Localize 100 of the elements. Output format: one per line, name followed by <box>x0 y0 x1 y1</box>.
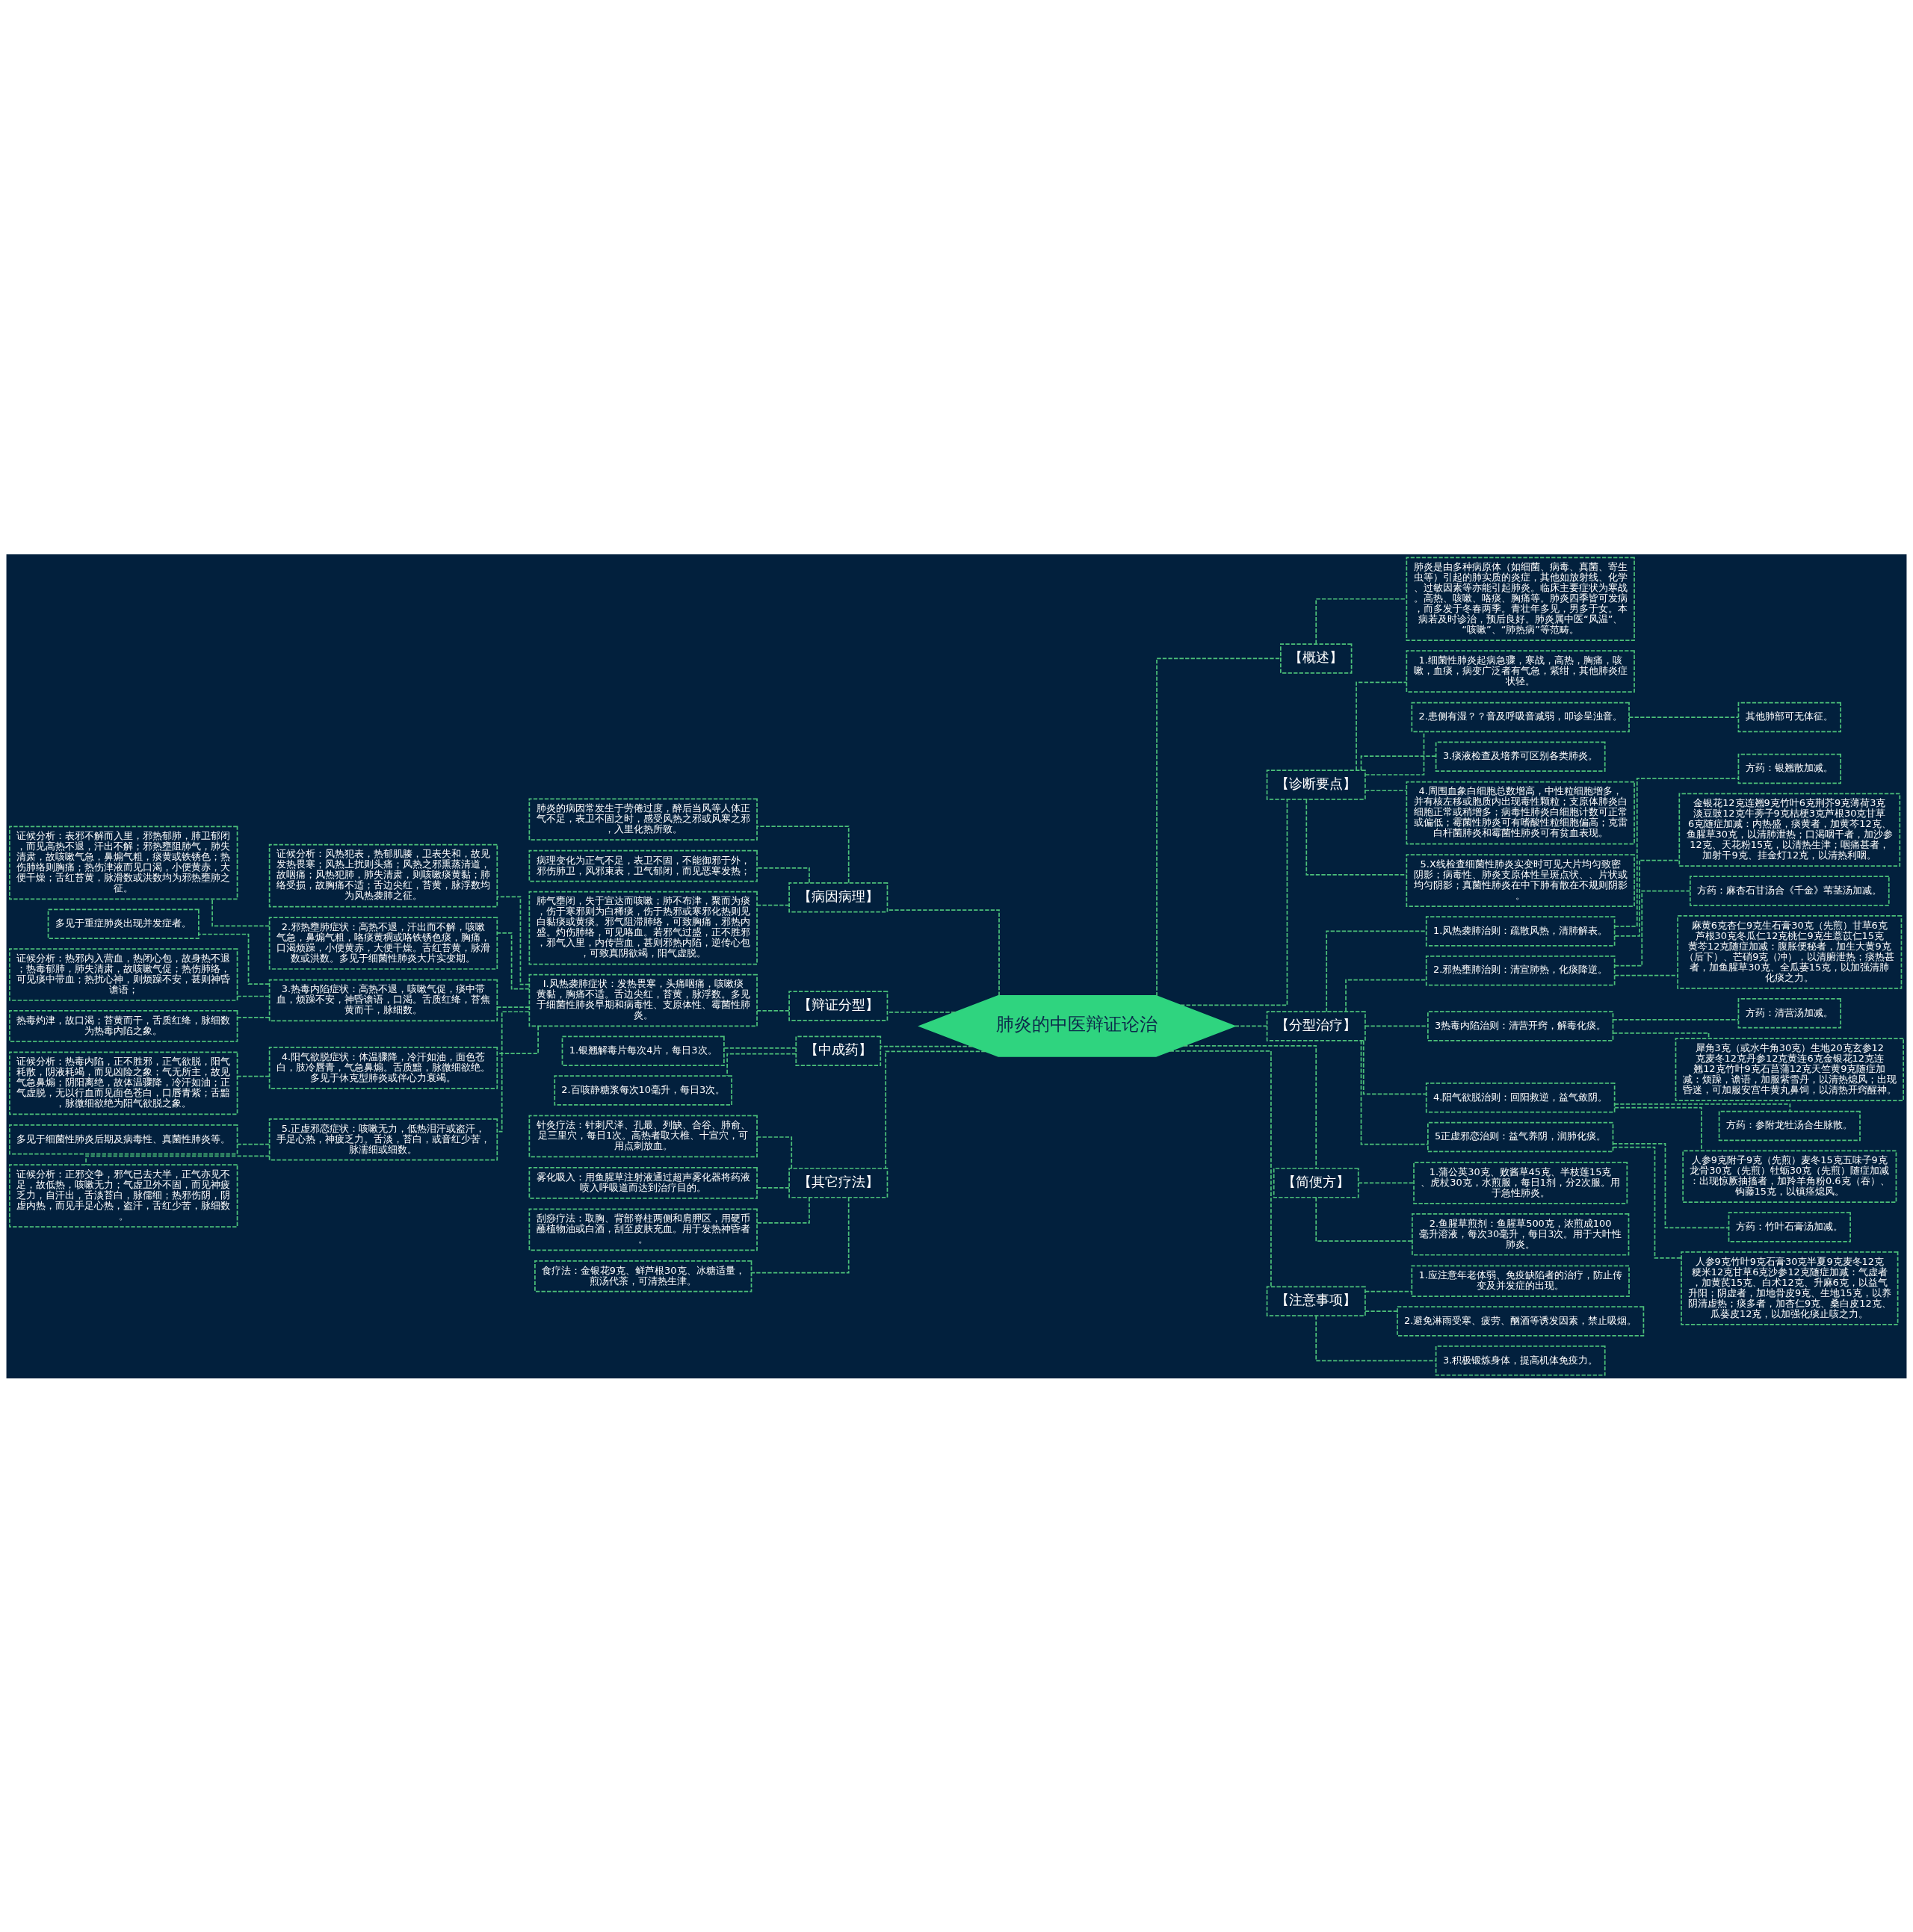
node-box: 3.痰液检查及培养可区别各类肺炎。 <box>1435 741 1606 772</box>
connector <box>885 1050 986 1169</box>
connector <box>1315 1196 1413 1242</box>
node-box: 证候分析：表邪不解而入里，邪热郁肺，肺卫郁闭，而见高热不退，汗出不解；邪热壅阻肺气，肺失清肃，故咳嗽气急，鼻煽气粗，痰黄或铁锈色；热伤肺络则胸痛；热伤津液而见口渴，小便黄赤，大便干燥；舌红苔黄，脉滑数或洪数均为邪热壅肺之征。 <box>9 826 238 900</box>
node-box: 人参9克附子9克（先煎）麦冬15克五味子9克龙骨30克（先煎）牡蛎30克（先煎）随症加减：出现惊厥抽搐者，加羚羊角粉0.6克（吞）、钩藤15克，以镇痉熄风。 <box>1682 1149 1897 1203</box>
connector <box>756 867 810 883</box>
node-box: 2.患侧有湿？？音及呼吸音减弱，叩诊呈浊音。 <box>1411 702 1630 732</box>
connector <box>1612 1032 1710 1039</box>
connector <box>880 1045 974 1047</box>
node-box: 2.邪热壅肺症状：高热不退，汗出而不解，咳嗽气急，鼻煽气粗，咯痰黄稠或咯铁锈色痰，胸痛，口渴烦躁，小便黄赤，大便干燥。舌红苔黄，脉滑数或洪数。多见于细菌性肺炎大片实变期。 <box>268 916 498 970</box>
connector <box>1613 1106 1702 1151</box>
node-box: 证候分析：热毒内陷，正不胜邪，正气欲脱，阳气耗散，阴液耗竭，而见凶险之象；气无所主，故见气急鼻煽；阴阳离绝，故体温骤降，冷汗如油；正气虚脱，无以行血而见面色苍白，口唇青紫；舌黯，脉微细欲绝为阳气欲脱之象。 <box>9 1051 238 1115</box>
connector <box>1169 1050 1272 1287</box>
node-box: 4.周围血象白细胞总数增高，中性粒细胞增多，并有核左移或胞质内出现毒性颗粒；支原体肺炎白细胞正常或稍增多；病毒性肺炎白细胞计数可正常或偏低；霉菌性肺炎可有嗜酸性粒细胞偏高；克雷白杆菌肺炎和霉菌性肺炎可有贫血表现。 <box>1406 781 1635 844</box>
node-box: 2.百咳静糖浆每次10毫升，每日3次。 <box>554 1074 732 1106</box>
connector <box>198 933 271 985</box>
connector <box>756 825 850 883</box>
node-box: 【诊断要点】 <box>1266 769 1366 800</box>
node-box: 病理变化为正气不足，表卫不固，不能御邪于外，邪伤肺卫，风邪束表，卫气郁闭，而见恶寒发热； <box>528 849 758 882</box>
connector <box>1315 598 1407 645</box>
connector <box>236 995 271 997</box>
node-box: 刮痧疗法：取胸、背部脊柱两侧和肩胛区，用硬币蘸植物油或白酒，刮至皮肤充血。用于发热神昏者。 <box>528 1208 758 1251</box>
node-box: 方药：参附龙牡汤合生脉散。 <box>1718 1110 1861 1141</box>
node-box: 【简便方】 <box>1273 1167 1359 1198</box>
node-box: 麻黄6克杏仁9克生石膏30克（先煎）甘草6克芦根30克冬瓜仁12克桃仁9克生薏苡仁15克黄芩12克随症加减：腹胀便秘者，加生大黄9克（后下）、芒硝9克（冲），以清腑泄热；痰热甚者，加鱼腥草30克、全瓜蒌15克，以加强清肺化痰之力。 <box>1677 914 1903 989</box>
node-box: 证候分析：正邪交争，邪气已去大半，正气亦见不足，故低热，咳嗽无力；气虚卫外不固，而见神疲乏力，自汗出，舌淡苔白，脉儒细；热邪伤阴，阴虚内热，而见手足心热，盗汗，舌红少苦，脉细数。 <box>9 1163 238 1227</box>
connector <box>1365 1310 1398 1312</box>
node-box: 4.阳气欲脱症状：体温骤降，冷汗如油，面色苍白，肢冷唇青，气急鼻煽。舌质黯，脉微细欲绝。多见于休克型肺炎或伴心力衰竭。 <box>268 1046 498 1089</box>
connector <box>1180 798 1288 1006</box>
connector <box>1360 1039 1429 1145</box>
connector <box>1362 1039 1427 1095</box>
node-box: 3热毒内陷治则：清营开窍，解毒化痰。 <box>1427 1010 1614 1041</box>
node-box: 5.正虚邪恋症状：咳嗽无力，低热泪汗或盗汗，手足心热，神疲乏力。舌淡，苔白，或音红少苦，脉濡细或细数。 <box>268 1118 498 1161</box>
node-box: 证候分析：热邪内入营血，热闭心包，故身热不退；热毒郁肺，肺失清肃，故咳嗽气促；热伤肺络，可见痰中带血；热扰心神，则烦躁不安，甚则神昏谵语； <box>9 947 238 1001</box>
connector <box>756 904 790 905</box>
node-box: 3.积极锻炼身体，提高机体免疫力。 <box>1435 1345 1606 1376</box>
node-box: 证候分析：风热犯表，热郁肌腠，卫表失和，故见发热畏寒；风热上扰则头痛；风热之邪熏蒸清道，故咽痛；风热犯肺，肺失清肃，则咳嗽痰黄黏；肺络受损，故胸痛不适；舌边尖红，苔黄，脉浮数均为风热袭肺之征。 <box>268 843 498 907</box>
node-box: 3.热毒内陷症状：高热不退，咳嗽气促，痰中带血，烦躁不安，神昏谵语，口渴。舌质红绛，苔焦黄而干，脉细数。 <box>268 979 498 1021</box>
node-box: 肺炎的病因常发生于劳倦过度，醉后当风等人体正气不足，表卫不固之时，感受风热之邪或风寒之邪，入里化热所致。 <box>528 797 758 840</box>
connector <box>236 1016 271 1018</box>
connector <box>751 1196 850 1273</box>
node-box: 其他肺部可无体征。 <box>1737 702 1842 732</box>
node-box: 方药：清营汤加减。 <box>1737 997 1842 1028</box>
node-box: 【概述】 <box>1280 643 1353 674</box>
connector <box>496 1006 531 1008</box>
node-box: 【分型治疗】 <box>1266 1010 1366 1041</box>
node-box: 针灸疗法：针刺尺泽、孔最、列缺、合谷、肺俞、足三里穴，每日1次。高热者取大椎、十宣穴，可用点刺放血。 <box>528 1115 758 1157</box>
node-box: 2.避免淋雨受寒、疲劳、酗酒等诱发因素，禁止吸烟。 <box>1397 1305 1645 1337</box>
node-box: 多见于重症肺炎出现并发症者。 <box>47 908 200 939</box>
node-box: 【病因病理】 <box>788 882 888 912</box>
node-box: 1.应注意年老体弱、免疫缺陷者的治疗，防止传变及并发症的出现。 <box>1411 1264 1630 1297</box>
node-box: 1.风热袭肺治则：疏散风热，清肺解表。 <box>1425 915 1616 947</box>
node-box: 1.银翘解毒片每次4片，每日3次。 <box>561 1035 725 1066</box>
connector <box>496 1025 539 1054</box>
connector <box>236 1075 271 1077</box>
connector <box>1613 890 1691 967</box>
connector <box>1612 1018 1740 1021</box>
node-box: 【辩证分型】 <box>788 990 888 1021</box>
node-box: 1.蒲公英30克、败酱草45克、半枝莲15克、虎杖30克，水煎服，每日1剂，分2次服。用于急性肺炎。 <box>1413 1161 1628 1204</box>
node-box: 【注意事项】 <box>1266 1285 1366 1316</box>
node-box: 热毒灼津，故口渴；苔黄而干，舌质红绛，脉细数为热毒内陷之象。 <box>9 1009 238 1042</box>
connector <box>1305 798 1408 876</box>
connector <box>1614 859 1681 937</box>
connector <box>1612 1142 1729 1228</box>
connector <box>1628 716 1740 718</box>
node-box: 方药：麻杏石甘汤合《千金》苇茎汤加减。 <box>1690 875 1890 906</box>
connector <box>1315 1315 1437 1361</box>
connector <box>1326 930 1427 1012</box>
node-box: 雾化吸入：用鱼腥草注射液通过超声雾化器将药液喷入呼吸道而达到治疗目的。 <box>528 1166 758 1199</box>
connector <box>1614 974 1678 976</box>
connector <box>726 1053 797 1077</box>
connector <box>1356 681 1407 771</box>
node-box: 2.邪热壅肺治则：清宣肺热，化痰降逆。 <box>1425 955 1616 985</box>
connector <box>1358 1182 1415 1183</box>
connector <box>85 1154 271 1165</box>
node-box: 1.细菌性肺炎起病急骤，寒战，高热，胸痛，咳嗽，血痰，病变广泛者有气急，紫绀，其他肺炎症状轻。 <box>1406 649 1635 693</box>
node-box: 4.阳气欲脱治则：回阳救逆，益气敛阴。 <box>1425 1082 1616 1112</box>
node-box: 5.X线检查细菌性肺炎实变时可见大片均匀致密阴影；病毒性、肺炎支原体性呈斑点状、、片状或均匀阴影；真菌性肺炎在中下肺有散在不规则阴影。 <box>1406 853 1635 907</box>
node-box: 多见于细菌性肺炎后期及病毒性、真菌性肺炎等。 <box>9 1124 238 1154</box>
node-box: 【中成药】 <box>795 1035 882 1066</box>
node-box: 2.鱼腥草煎剂：鱼腥草500克，浓煎成100毫升溶液，每次30毫升，每日3次。用于大叶性肺炎。 <box>1412 1213 1630 1256</box>
connector <box>1156 657 1282 997</box>
connector <box>1365 789 1408 791</box>
connector <box>756 1136 793 1169</box>
connector <box>756 1196 810 1224</box>
connector <box>1234 1025 1268 1027</box>
connector <box>496 932 531 990</box>
connector <box>1345 979 1427 1012</box>
connector <box>756 1009 790 1012</box>
connector <box>723 1047 797 1049</box>
node-box: I.风热袭肺症状：发热畏寒，头痛咽痛，咳嗽痰黄黏，胸痛不适。舌边尖红，苔黄，脉浮数。多见于细菌性肺炎早期和病毒性、支原体性、霉菌性肺炎。 <box>528 973 758 1027</box>
connector <box>1183 1044 1317 1169</box>
node-box: 人参9克竹叶9克石膏30克半夏9克麦冬12克粳米12克甘草6克沙参12克随症加减：气虚者，加黄芪15克、白术12克、升麻6克，以益气升阳；阴虚者，加地骨皮9克、生地15克，以养阴清虚热；痰多者，加杏仁9克、桑白皮12克、瓜蒌皮12克，以加强化痰止咳之力。 <box>1681 1251 1899 1325</box>
connector <box>1365 1290 1413 1292</box>
node-box: 肺气壅闭，失于宣达而咳嗽；肺不布津，聚而为痰，伤于寒邪则为白稀痰，伤于热邪或寒邪化热则见白黏痰或黄痰。邪气阻滞肺络，可致胸痛，邪热内盛。灼伤肺络，可见咯血。若邪气过盛，正不胜邪，邪气入里，内传营血，甚则邪热内陷，逆传心包，可致真阴欲竭，阳气虚脱。 <box>528 891 758 965</box>
connector <box>1365 1025 1429 1027</box>
node-box: 5正虚邪恋治则：益气养阴，润肺化痰。 <box>1427 1121 1614 1152</box>
node-box: 犀角3克（或水牛角30克）生地20克玄参12克麦冬12克丹参12克黄连6克金银花12克连翘12克竹叶9克石菖蒲12克天竺黄9克随症加减：烦躁，谵语，加服紫雪丹，以清热熄风；出现昏迷，可加服安宫牛黄丸鼻饲，以清热开窍醒神。 <box>1675 1037 1904 1101</box>
node-box: 肺炎是由多种病原体（如细菌、病毒、真菌、寄生虫等）引起的肺实质的炎症，其他如放射线、化学、过敏因素等亦能引起肺炎。临床主要症状为寒战。高热、咳嗽、咯痰、胸痛等。肺炎四季皆可发病，而多发于冬春两季。青壮年多见，男多于女。本病若及时诊治，预后良好。肺炎属中医“风温”、“咳嗽”、“肺热病”等范畴。 <box>1406 556 1635 641</box>
connector <box>1365 731 1425 775</box>
